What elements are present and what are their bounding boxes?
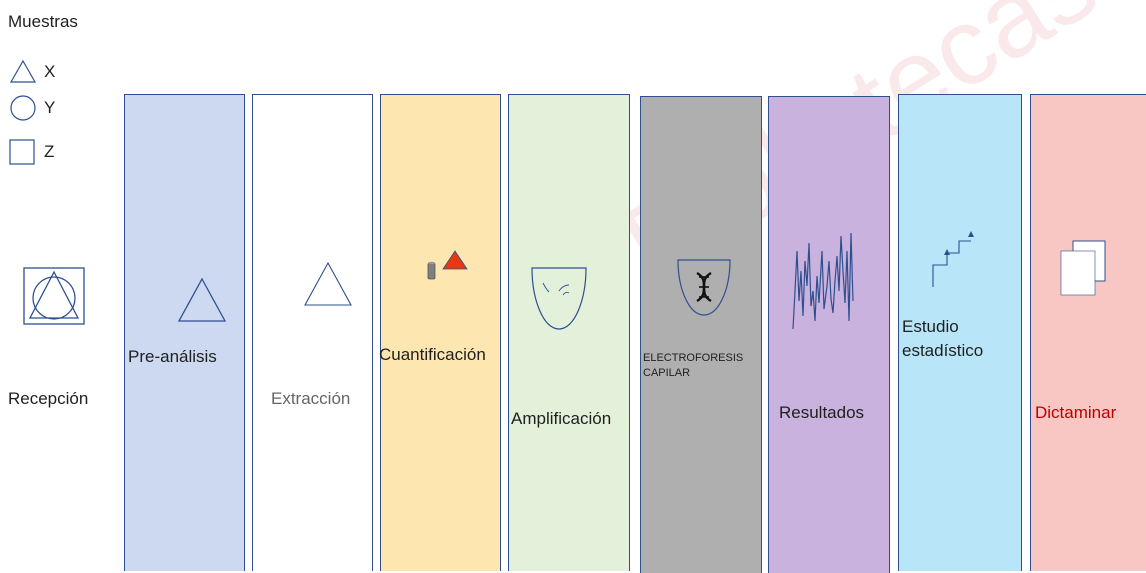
legend-item-z: Z	[8, 138, 54, 166]
dna-capillary-icon	[677, 259, 731, 316]
documents-icon	[1060, 240, 1106, 296]
stage-amplificacion: Amplificación	[508, 94, 630, 571]
legend-label-x: X	[44, 62, 56, 81]
tube-and-triangle-icon	[427, 250, 468, 280]
reception-combined-shape-icon	[23, 267, 85, 325]
stairs-chart-icon	[932, 231, 974, 287]
stage-label: ELECTROFORESIS CAPILAR	[643, 352, 744, 379]
legend-label-z: Z	[44, 142, 55, 161]
legend-label-y: Y	[44, 98, 56, 117]
stage-label: Resultados	[779, 403, 865, 422]
stage-label: Cuantificación	[379, 345, 486, 364]
legend-title: Muestras	[8, 12, 78, 31]
stage-pre-analisis: Pre-análisis	[124, 94, 245, 571]
circle-icon	[10, 95, 36, 121]
pcr-tube-icon	[531, 267, 587, 330]
triangle-icon	[177, 277, 227, 322]
legend-item-x: X	[8, 58, 55, 86]
electropherogram-icon	[792, 232, 854, 330]
reception-label: Recepción	[8, 389, 89, 408]
triangle-icon	[304, 261, 352, 306]
stage-label: Pre-análisis	[128, 347, 217, 366]
legend-item-y: Y	[8, 94, 55, 122]
stage-electroforesis-capilar: ELECTROFORESIS CAPILAR	[640, 96, 762, 573]
stage-label: Estudio estadístico	[902, 317, 984, 360]
stage-label: Dictaminar	[1035, 403, 1117, 422]
stage-cuantificacion: Cuantificación	[379, 94, 501, 571]
stage-dictaminar: Dictaminar	[1030, 94, 1146, 571]
stage-resultados: Resultados	[768, 96, 890, 573]
stage-estudio-estadistico: Estudio estadístico	[898, 94, 1022, 571]
stage-label: Extracción	[271, 389, 351, 408]
stage-extraccion: Extracción	[252, 94, 373, 571]
triangle-icon	[9, 59, 37, 83]
stage-label: Amplificación	[511, 409, 612, 428]
square-icon	[9, 139, 35, 165]
